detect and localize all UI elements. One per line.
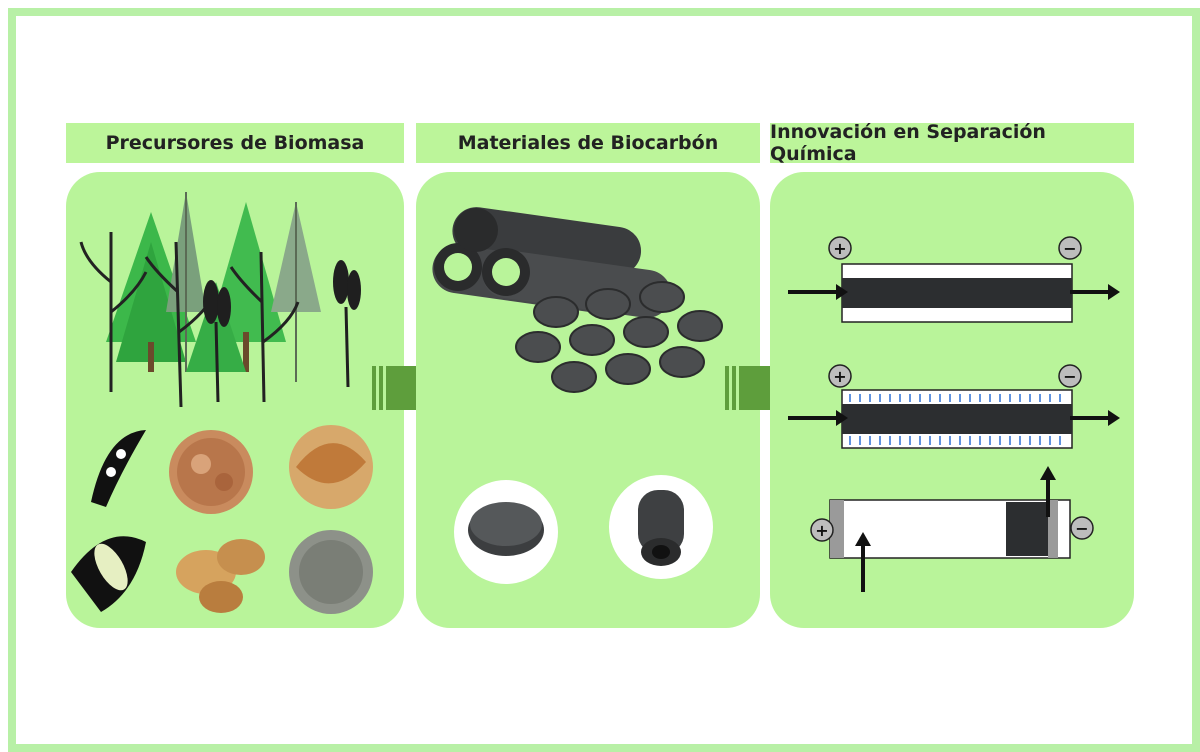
header-chemical-separation: Innovación en Separación Química: [770, 121, 1134, 165]
wheat-icon: [203, 260, 361, 403]
separation-module-3: + −: [810, 466, 1094, 592]
ash-pile-icon: [289, 530, 373, 614]
plus-sign-2: +: [833, 367, 846, 386]
separation-module-2: + −: [788, 364, 1120, 449]
minus-sign-1: −: [1063, 239, 1076, 258]
header-biomass-precursors: Precursores de Biomasa: [66, 123, 404, 163]
positive-terminal-icon: [828, 236, 852, 260]
hollow-tube-icon: [609, 475, 713, 579]
positive-terminal-icon: [828, 364, 852, 388]
biomass-illustration: [71, 192, 373, 614]
corn-cob-icon: [71, 536, 146, 612]
header-biocarbon-materials: Materiales de Biocarbón: [416, 123, 760, 163]
coconut-husk-icon: [289, 425, 373, 509]
minus-sign-2: −: [1063, 367, 1076, 386]
wood-shavings-icon: [169, 430, 253, 514]
carbon-pellets-icon: [515, 281, 723, 393]
biocarbon-illustration: [432, 207, 723, 584]
panel-biocarbon: [416, 172, 760, 628]
header-separation-label: Innovación en Separación Química: [770, 121, 1046, 165]
carbon-disc-icon: [454, 480, 558, 584]
negative-terminal-icon: [1070, 516, 1094, 540]
header-biomass-label: Precursores de Biomasa: [105, 132, 365, 154]
header-biocarbon-label: Materiales de Biocarbón: [457, 132, 719, 154]
ion-flow-arrows: [849, 394, 1061, 445]
panel-biomass: [66, 172, 404, 628]
bean-pod-icon: [91, 430, 146, 507]
outer-frame: [8, 8, 1200, 752]
negative-terminal-icon: [1058, 236, 1082, 260]
plus-sign-1: +: [833, 239, 846, 258]
separation-module-1: + −: [788, 236, 1120, 323]
corn-stalks-icon: [79, 232, 300, 408]
negative-terminal-icon: [1058, 364, 1082, 388]
minus-sign-3: −: [1075, 519, 1088, 538]
separation-illustration: + − + − +: [788, 236, 1120, 592]
plus-sign-3: +: [815, 521, 828, 540]
peanuts-icon: [176, 539, 265, 613]
panel-separation: + − + − +: [770, 172, 1134, 628]
positive-terminal-icon: [810, 518, 834, 542]
